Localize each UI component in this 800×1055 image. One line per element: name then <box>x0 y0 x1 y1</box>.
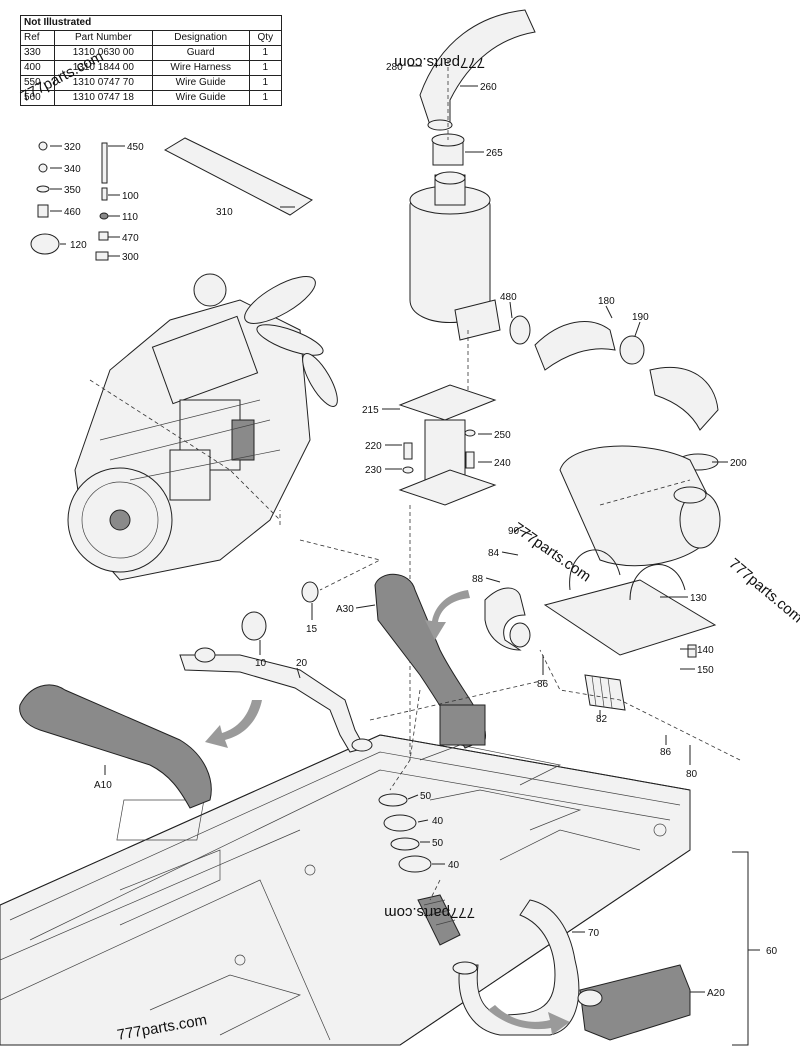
callout-130: 130 <box>690 593 707 604</box>
air-cleaner-bracket <box>543 549 717 658</box>
watermark: 777parts.com <box>725 555 800 626</box>
callout-350: 350 <box>64 185 81 196</box>
callout-40b: 40 <box>448 860 460 871</box>
exhaust-assembly <box>409 9 536 400</box>
air-cleaner <box>559 445 721 567</box>
callout-leaders <box>104 65 728 993</box>
callout-120: 120 <box>70 240 87 251</box>
cell-qty: 1 <box>248 90 283 106</box>
guard-plate <box>163 137 313 216</box>
callout-250: 250 <box>494 430 511 441</box>
callout-90: 90 <box>508 526 520 537</box>
callout-70: 70 <box>588 928 600 939</box>
intake-duct-a30 <box>374 573 487 749</box>
intake-tubes <box>509 315 719 471</box>
callout-200: 200 <box>730 458 747 469</box>
hardware-legend <box>30 141 125 261</box>
engine-assembly <box>67 273 338 581</box>
cell-part-number: 1310 0747 18 <box>53 90 153 106</box>
cell-ref: 560 <box>20 90 55 106</box>
cell-ref: 550 <box>20 75 55 91</box>
callout-88: 88 <box>472 574 484 585</box>
bellows-hose <box>584 674 626 711</box>
watermark: 777parts.com <box>510 519 594 585</box>
callout-220: 220 <box>365 441 382 452</box>
watermark: 777parts.com <box>18 48 106 106</box>
exhaust-bellows <box>417 894 461 946</box>
callout-a20: A20 <box>707 988 725 999</box>
callout-86b: 86 <box>660 747 672 758</box>
callout-190: 190 <box>632 312 649 323</box>
callout-100: 100 <box>122 191 139 202</box>
callout-labels: 280 260 265 320 340 350 460 120 450 100 … <box>64 62 778 999</box>
callout-265: 265 <box>486 148 503 159</box>
chassis-frame <box>0 734 691 1046</box>
elbow-hose <box>484 587 531 651</box>
callout-86a: 86 <box>537 679 549 690</box>
callout-80: 80 <box>686 769 698 780</box>
callout-84: 84 <box>488 548 500 559</box>
callout-40a: 40 <box>432 816 444 827</box>
callout-a30: A30 <box>336 604 354 615</box>
callout-240: 240 <box>494 458 511 469</box>
clamp-stack <box>378 793 432 873</box>
callout-460: 460 <box>64 207 81 218</box>
callout-110: 110 <box>122 212 138 223</box>
intake-duct-a10 <box>19 684 212 809</box>
watermark: 777parts.com <box>394 54 485 71</box>
callout-15: 15 <box>306 624 318 635</box>
callout-20: 20 <box>296 658 308 669</box>
header-qty: Qty <box>248 30 283 46</box>
callout-300: 300 <box>122 252 139 263</box>
callout-50a: 50 <box>420 791 432 802</box>
callout-180: 180 <box>598 296 615 307</box>
callout-470: 470 <box>122 233 139 244</box>
callout-310: 310 <box>216 207 233 218</box>
callout-10: 10 <box>255 658 267 669</box>
callout-480: 480 <box>500 292 517 303</box>
group-bracket-60 <box>732 851 760 1046</box>
table-row: 560 1310 0747 18 Wire Guide 1 <box>20 90 283 106</box>
callout-150: 150 <box>697 665 714 676</box>
callout-280: 280 <box>386 62 403 73</box>
callout-230: 230 <box>365 465 382 476</box>
callout-450: 450 <box>127 142 144 153</box>
callout-340: 340 <box>64 164 81 175</box>
intake-pipe-20 <box>179 581 373 753</box>
not-illustrated-table: Not Illustrated Ref Part Number Designat… <box>20 15 283 106</box>
callout-82: 82 <box>596 714 608 725</box>
watermark: 777parts.com <box>384 904 475 921</box>
callout-50b: 50 <box>432 838 444 849</box>
table-row: 400 1310 1844 00 Wire Harness 1 <box>20 60 283 76</box>
callout-a10: A10 <box>94 780 112 791</box>
callout-260: 260 <box>480 82 497 93</box>
direction-arrows <box>205 590 570 1035</box>
guide-lines <box>279 479 741 901</box>
callout-320: 320 <box>64 142 81 153</box>
callout-60: 60 <box>766 946 778 957</box>
duct-a20 <box>577 964 691 1041</box>
callout-215: 215 <box>362 405 379 416</box>
callout-140: 140 <box>697 645 714 656</box>
